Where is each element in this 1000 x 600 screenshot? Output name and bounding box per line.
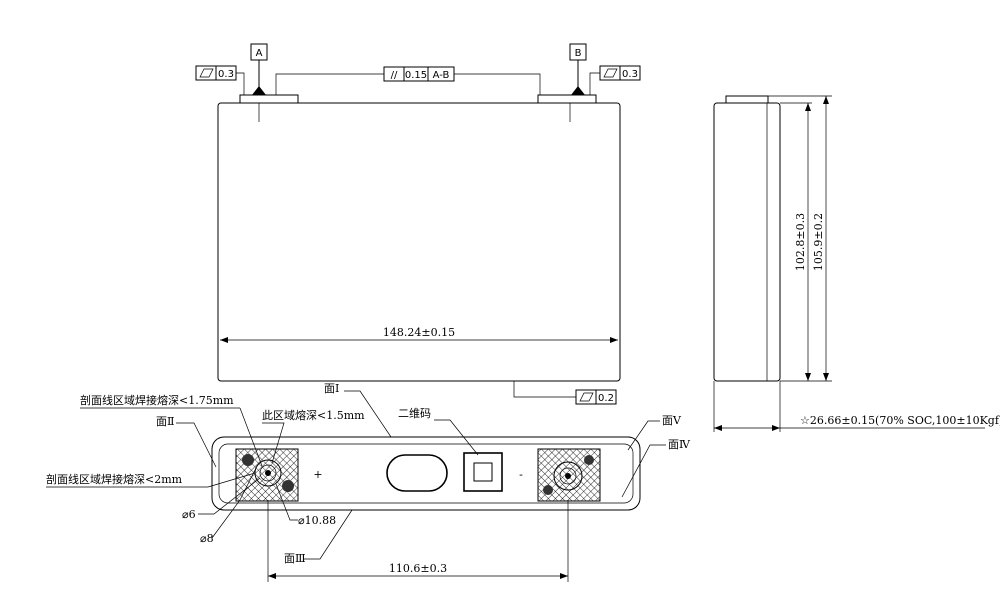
svg-text:0.3: 0.3 [622, 69, 638, 80]
face-2-label: 面Ⅱ [156, 415, 174, 428]
height-a-value: 102.8±0.3 [794, 213, 807, 271]
cell-top-outline [211, 436, 641, 511]
positive-mark: + [313, 468, 322, 481]
qr-code [463, 452, 503, 492]
terminal-a-tab [239, 94, 299, 104]
datum-a-triangle [252, 86, 266, 95]
side-view: 102.8±0.3 105.9±0.2 ☆26.66±0.15(70% SOC,… [713, 95, 1000, 432]
width-value: 148.24±0.15 [383, 326, 455, 339]
svg-text:0.15: 0.15 [405, 70, 427, 81]
terminal-pole-right [553, 461, 583, 491]
qr-label: 二维码 [398, 407, 431, 420]
svg-text:A-B: A-B [433, 70, 450, 81]
face-1-label: 面Ⅰ [324, 382, 339, 395]
front-view: A B 0.3 0.3 // 0.15 A-B [195, 43, 641, 405]
datum-a-label: A [256, 48, 263, 59]
height-b-value: 105.9±0.2 [812, 213, 825, 271]
parallelism-callout: // 0.15 A-B [275, 66, 541, 95]
cell-body-side [713, 102, 781, 382]
diameter-10-88-label: ⌀10.88 [298, 514, 336, 527]
weld-depth-label-2: 此区域熔深<1.5mm [262, 408, 365, 422]
flatness-callout-bottom: 0.2 [513, 381, 617, 405]
datum-b-label: B [575, 48, 582, 59]
negative-mark: - [519, 468, 523, 481]
flatness-icon [603, 68, 618, 78]
top-view: + - 110.6±0.3 [211, 436, 641, 582]
flatness-icon [199, 68, 214, 78]
thickness-value: ☆26.66±0.15(70% SOC,100±10Kgf) [800, 414, 1000, 427]
face-4-label: 面Ⅳ [668, 438, 691, 451]
face-3-label: 面Ⅲ [284, 552, 306, 565]
terminal-b-tab [537, 94, 597, 104]
svg-text:0.3: 0.3 [218, 69, 234, 80]
datum-b-triangle [571, 86, 585, 95]
svg-text:0.2: 0.2 [598, 393, 614, 404]
weld-depth-label-3: 剖面线区域焊接熔深<2mm [46, 472, 183, 486]
face-5-label: 面Ⅴ [662, 414, 682, 427]
flatness-icon [579, 392, 594, 402]
terminal-side [725, 95, 769, 104]
annotations: 面Ⅰ 剖面线区域焊接熔深<1.75mm 面Ⅱ 此区域熔深<1.5mm 二维码 面… [46, 382, 691, 565]
flatness-callout-left: 0.3 [195, 65, 245, 95]
diameter-6-label: ⌀6 [182, 508, 196, 521]
weld-depth-label-1: 剖面线区域焊接熔深<1.75mm [80, 393, 234, 407]
flatness-callout-right: 0.3 [589, 65, 641, 95]
diameter-8-label: ⌀8 [200, 532, 214, 545]
datum-a-box [250, 43, 268, 61]
terminal-pitch-value: 110.6±0.3 [389, 562, 447, 575]
datum-b-box [569, 43, 587, 61]
safety-vent [386, 454, 448, 492]
cell-body-front [217, 102, 621, 382]
width-dimension: 148.24±0.15 [220, 326, 618, 343]
svg-text://: // [391, 70, 398, 81]
